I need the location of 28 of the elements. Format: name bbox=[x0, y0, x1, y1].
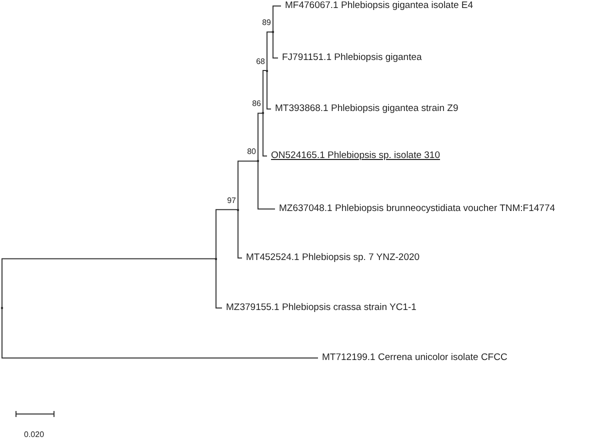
tree-branch bbox=[266, 32, 274, 71]
taxon-label: MF476067.1 Phlebiopsis gigantea isolate E4 bbox=[281, 0, 474, 12]
tree-branch bbox=[258, 112, 264, 162]
tree-branch bbox=[2, 258, 216, 309]
bootstrap-value: 86 bbox=[251, 99, 261, 110]
tree-branch bbox=[262, 70, 268, 114]
taxon-label: MZ379155.1 Phlebiopsis crassa strain YC1-1 bbox=[222, 302, 416, 314]
taxon-label: MT712199.1 Cerrena unicolor isolate CFCC bbox=[318, 352, 508, 364]
tree-branch bbox=[238, 160, 258, 210]
bootstrap-value: 97 bbox=[226, 196, 236, 206]
tree-branch bbox=[2, 308, 318, 358]
scale-value: 0.020 bbox=[24, 430, 44, 439]
tree-branch bbox=[238, 209, 242, 258]
tree-branch bbox=[272, 32, 278, 58]
tree-branch bbox=[258, 160, 276, 210]
tree-branch bbox=[216, 258, 222, 308]
tree-branch bbox=[272, 6, 282, 32]
tree-branch bbox=[266, 70, 272, 110]
taxon-label: MT393868.1 Phlebiopsis gigantea strain Z9 bbox=[271, 103, 458, 115]
taxon-label: MT452524.1 Phlebiopsis sp. 7 YNZ-2020 bbox=[242, 252, 420, 264]
tree-branch bbox=[262, 112, 268, 156]
taxon-label: ON524165.1 Phlebiopsis sp. isolate 310 bbox=[267, 150, 440, 162]
bootstrap-value: 68 bbox=[255, 56, 265, 66]
taxon-label: MZ637048.1 Phlebiopsis brunneocystidiata voucher TNM:F14774 bbox=[275, 203, 556, 215]
bootstrap-value: 80 bbox=[246, 147, 256, 158]
bootstrap-value: 89 bbox=[261, 18, 271, 28]
tree-branch bbox=[216, 209, 238, 260]
taxon-label: FJ791151.1 Phlebiopsis gigantea bbox=[278, 52, 422, 64]
